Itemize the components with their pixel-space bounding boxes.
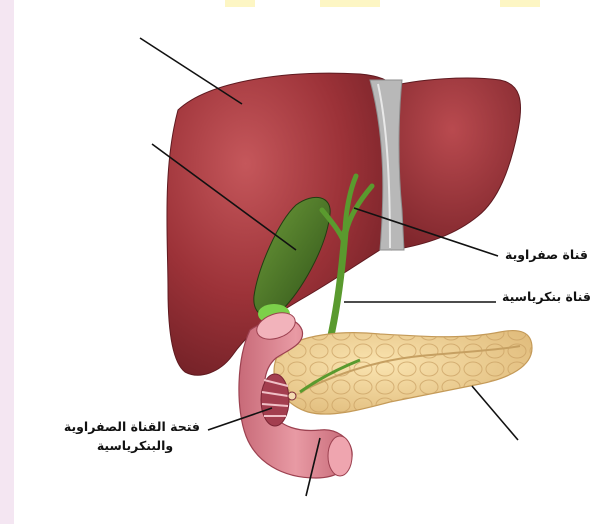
ampulla: [288, 392, 296, 400]
duodenum-opening-bottom: [328, 436, 352, 476]
label-duct-opening-line2: والبنكرياسية: [70, 437, 200, 456]
left-side-band: [0, 0, 14, 524]
pancreas-lobules: [274, 331, 532, 415]
label-duct-opening: فتحة القناة الصفراوية والبنكرياسية: [70, 418, 200, 456]
top-strip-3: [500, 0, 540, 7]
label-duct-opening-line1: فتحة القناة الصفراوية: [70, 418, 200, 437]
label-bile-duct: قناة صفراوية: [505, 246, 588, 265]
top-strip-1: [225, 0, 255, 7]
top-strip-2: [320, 0, 380, 7]
leader-pancreas: [472, 386, 518, 440]
leader-liver: [140, 38, 242, 104]
label-pancreatic-duct: قناة بنكرياسية: [502, 288, 591, 307]
